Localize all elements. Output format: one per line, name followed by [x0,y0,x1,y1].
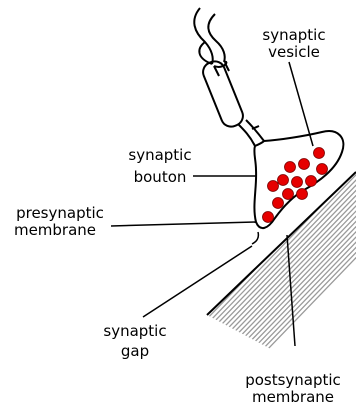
vesicle [273,198,284,209]
myelin-segment [200,58,246,129]
hatch-line [5,150,255,409]
hatch-line [0,150,200,409]
axon-terminal [238,120,264,146]
synaptic-gap-marker [252,232,258,244]
vesicle [285,162,296,173]
hatch-line [0,150,250,409]
hatch-line [0,150,180,409]
vesicle [299,159,310,170]
vesicle [297,189,308,200]
vesicle [314,148,325,159]
vesicle [268,181,279,192]
label-synaptic-gap-2: gap [121,342,149,360]
hatch-line [15,150,265,409]
label-synaptic-vesicle-2: vesicle [268,43,320,61]
hatch-line [0,150,225,409]
hatch-line [0,150,210,409]
hatch-line [0,150,230,409]
vesicle [317,164,328,175]
hatch-line [0,150,190,409]
label-postsynaptic-membrane-1: postsynaptic [245,371,341,389]
label-synaptic-gap-1: synaptic [103,322,166,340]
label-synaptic-vesicle-1: synaptic [262,26,325,44]
hatch-line [25,150,275,409]
hatch-line [0,150,215,409]
vesicle [306,176,317,187]
label-synaptic-bouton-1: synaptic [128,146,191,164]
gap-leader-line [143,246,252,317]
presynaptic-leader-line [111,222,256,226]
hatch-line [0,150,140,409]
label-presynaptic-membrane-2: membrane [14,221,96,239]
hatch-line [0,150,205,409]
hatch-line [0,150,175,409]
hatch-line [0,150,245,409]
vesicle [278,175,289,186]
hatch-line [0,150,170,409]
vesicle [292,177,303,188]
hatch-line [0,150,150,409]
hatch-line [10,150,260,409]
label-presynaptic-membrane-1: presynaptic [16,204,104,222]
vesicle [283,189,294,200]
vesicle [263,212,274,223]
hatch-line [0,150,160,409]
label-synaptic-bouton-2: bouton [134,168,187,186]
hatch-line [30,150,280,409]
hatch-line [0,150,165,409]
hatch-line [0,150,195,409]
vesicle-leader-line [289,62,313,146]
hatch-line [0,150,220,409]
hatch-line [0,150,155,409]
hatch-line [0,150,240,409]
hatch-line [20,150,270,409]
synaptic-vesicles [263,148,328,223]
label-postsynaptic-membrane-2: membrane [252,388,334,406]
hatch-line [0,150,145,409]
hatch-line [0,150,185,409]
